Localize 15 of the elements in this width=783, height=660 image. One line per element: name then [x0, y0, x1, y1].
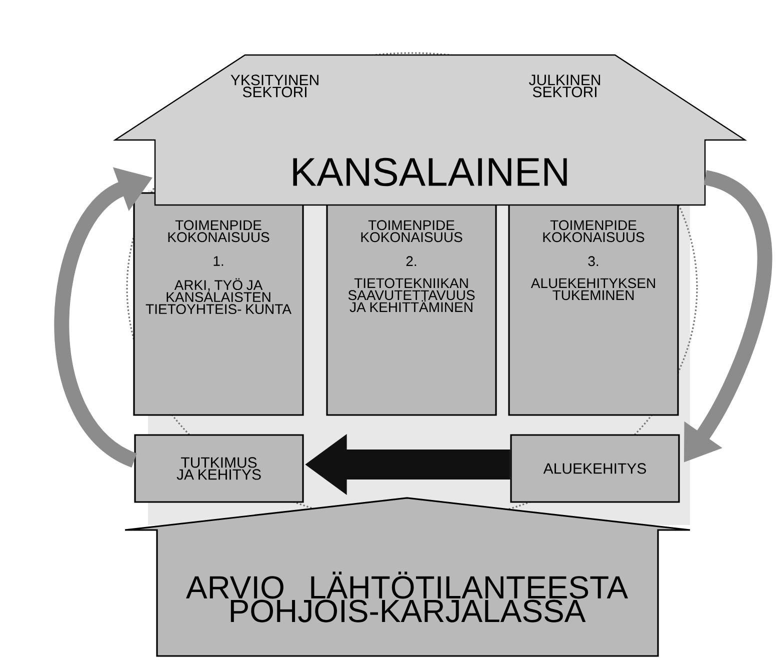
number-label: 3. — [588, 256, 598, 266]
process-box: TUTKIMUS JA KEHITYS — [134, 434, 304, 503]
sector-label: JULKINEN SEKTORI — [528, 74, 600, 98]
body-label: ALUEKEHITYKSEN TUKEMINEN — [530, 278, 655, 300]
title-label: KANSALAINEN — [293, 158, 567, 186]
number-label: 1. — [214, 256, 224, 266]
heading-label: TOIMENPIDE KOKONAISUUS — [168, 220, 270, 242]
number-label: 2. — [406, 256, 416, 266]
body-label: ARKI, TYÖ JA KANSALAISTEN TIETOYHTEIS- KUNTA — [146, 278, 292, 314]
heading-label: TOIMENPIDE KOKONAISUUS — [543, 220, 644, 242]
body-label: TIETOTEKNIIKAN SAAVUTETTAVUUS JA KEHITTÄMINEN — [348, 278, 475, 312]
process-box: ALUEKEHITYS — [510, 434, 680, 503]
sector-label: YKSITYINEN SEKTORI — [230, 74, 318, 98]
base-label: ARVIO LÄHTÖTILANTEESTA POHJOIS-KARJALASSA — [186, 572, 628, 622]
heading-label: TOIMENPIDE KOKONAISUUS — [361, 220, 462, 242]
